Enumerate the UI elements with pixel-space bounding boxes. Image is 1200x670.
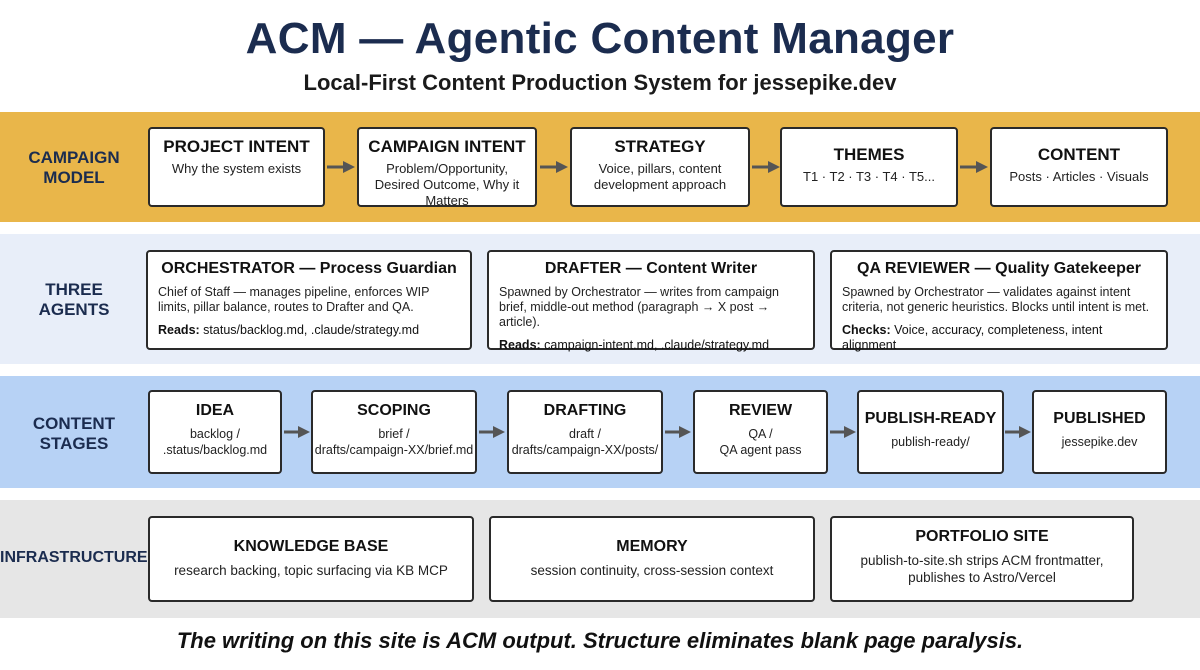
desc-line: QA agent pass: [719, 443, 802, 457]
box-title: DRAFTER — Content Writer: [544, 260, 758, 277]
box-title: PORTFOLIO SITE: [915, 528, 1049, 545]
campaign-model-label: CAMPAIGN MODEL: [0, 148, 148, 188]
drafter-box: DRAFTER — Content Writer Spawned by Orch…: [487, 250, 815, 353]
content-box: CONTENT Posts · Articles · Visuals: [990, 127, 1168, 207]
box-desc: Problem/Opportunity, Desired Outcome, Wh…: [374, 161, 520, 208]
strategy-box: STRATEGY Voice, pillars, content develop…: [570, 127, 750, 207]
desc-line: jessepike.dev: [1061, 435, 1138, 449]
page-subtitle: Local-First Content Production System fo…: [303, 70, 897, 95]
desc-line: draft /: [569, 427, 601, 441]
stage-published-box: PUBLISHED jessepike.dev: [1032, 390, 1167, 474]
page-title: ACM — Agentic Content Manager: [245, 14, 955, 63]
box-title: IDEA: [195, 402, 235, 419]
orchestrator-box: ORCHESTRATOR — Process Guardian Chief of…: [146, 250, 472, 350]
box-desc: draft / drafts/campaign-XX/posts/: [509, 426, 661, 458]
themes-box: THEMES T1 · T2 · T3 · T4 · T5...: [780, 127, 958, 207]
box-reads: Reads: campaign-intent.md, .claude/strat…: [499, 338, 803, 353]
three-agents-label: THREE AGENTS: [0, 280, 148, 320]
box-title: QA REVIEWER — Quality Gatekeeper: [857, 260, 1141, 277]
stage-publish-ready-box: PUBLISH-READY publish-ready/: [857, 390, 1004, 474]
portfolio-site-box: PORTFOLIO SITE publish-to-site.sh strips…: [830, 516, 1134, 602]
box-desc: T1 · T2 · T3 · T4 · T5...: [803, 169, 935, 184]
arrow-icon: [540, 160, 568, 174]
box-title: ORCHESTRATOR — Process Guardian: [161, 260, 457, 277]
box-desc: backlog / .status/backlog.md: [150, 426, 280, 458]
arrow-icon: [830, 425, 856, 439]
arrow-icon: [752, 160, 780, 174]
label-line: CAMPAIGN: [28, 148, 120, 167]
box-reads: Reads: status/backlog.md, .claude/strate…: [158, 323, 460, 338]
arrow-icon: [327, 160, 355, 174]
box-title: THEMES: [833, 145, 905, 164]
box-title: DRAFTING: [543, 402, 627, 419]
box-title: REVIEW: [728, 402, 793, 419]
desc-line: .status/backlog.md: [162, 443, 268, 457]
arrow-icon: [665, 425, 691, 439]
project-intent-box: PROJECT INTENT Why the system exists: [148, 127, 325, 207]
memory-box: MEMORY session continuity, cross-session…: [489, 516, 815, 602]
reads-text: campaign-intent.md, .claude/strategy.md: [544, 338, 770, 352]
checks-text: Voice, accuracy, completeness, intent al…: [842, 323, 1103, 352]
infrastructure-band: INFRASTRUCTURE KNOWLEDGE BASE research b…: [0, 500, 1200, 618]
box-desc: Spawned by Orchestrator — validates agai…: [842, 285, 1150, 314]
box-desc: Voice, pillars, content development appr…: [593, 161, 727, 192]
label-line: AGENTS: [38, 300, 110, 319]
reads-label: Reads:: [499, 338, 541, 352]
desc-line: backlog /: [189, 427, 241, 441]
stage-scoping-box: SCOPING brief / drafts/campaign-XX/brief…: [311, 390, 477, 474]
box-desc: publish-to-site.sh strips ACM frontmatte…: [832, 552, 1132, 586]
checks-label: Checks:: [842, 323, 891, 337]
arrow-icon: [284, 425, 310, 439]
campaign-model-band: CAMPAIGN MODEL PROJECT INTENT Why the sy…: [0, 112, 1200, 222]
desc-line: drafts/campaign-XX/brief.md: [314, 443, 474, 457]
arrow-icon: [1005, 425, 1031, 439]
footer-tagline: The writing on this site is ACM output. …: [176, 628, 1024, 653]
stage-drafting-box: DRAFTING draft / drafts/campaign-XX/post…: [507, 390, 663, 474]
stage-review-box: REVIEW QA / QA agent pass: [693, 390, 828, 474]
box-desc: publish-ready/: [859, 434, 1002, 450]
content-stages-band: CONTENT STAGES IDEA backlog / .status/ba…: [0, 376, 1200, 488]
label-line: STAGES: [39, 434, 109, 453]
box-title: CONTENT: [1037, 145, 1121, 164]
arrow-icon: [479, 425, 505, 439]
box-desc: jessepike.dev: [1034, 434, 1165, 450]
arrow-icon: [960, 160, 988, 174]
desc-line: publish-ready/: [891, 435, 970, 449]
box-desc: Chief of Staff — manages pipeline, enfor…: [158, 285, 430, 314]
box-desc: QA / QA agent pass: [695, 426, 826, 458]
three-agents-band: THREE AGENTS ORCHESTRATOR — Process Guar…: [0, 234, 1200, 364]
box-desc: Posts · Articles · Visuals: [1009, 169, 1149, 184]
desc-line: drafts/campaign-XX/posts/: [511, 443, 659, 457]
desc-line: publish-to-site.sh strips ACM frontmatte…: [860, 553, 1104, 568]
qa-reviewer-box: QA REVIEWER — Quality Gatekeeper Spawned…: [830, 250, 1168, 353]
box-title: MEMORY: [616, 538, 688, 555]
reads-label: Reads:: [158, 323, 200, 337]
box-title: CAMPAIGN INTENT: [368, 137, 526, 156]
label-line: MODEL: [43, 168, 105, 187]
box-desc: brief / drafts/campaign-XX/brief.md: [313, 426, 475, 458]
box-title: KNOWLEDGE BASE: [233, 538, 389, 555]
content-stages-label: CONTENT STAGES: [0, 414, 148, 454]
label-line: CONTENT: [32, 414, 116, 433]
infrastructure-label: INFRASTRUCTURE: [0, 549, 148, 566]
desc-line: brief /: [378, 427, 410, 441]
box-desc: Why the system exists: [171, 161, 302, 176]
box-title: PUBLISH-READY: [864, 410, 997, 427]
box-title: PROJECT INTENT: [163, 137, 310, 156]
header: ACM — Agentic Content Manager Local-Firs…: [0, 0, 1200, 112]
desc-line: QA /: [748, 427, 773, 441]
box-title: PUBLISHED: [1053, 410, 1146, 427]
box-checks: Checks: Voice, accuracy, completeness, i…: [842, 323, 1156, 353]
box-desc: research backing, topic surfacing via KB…: [174, 563, 448, 578]
campaign-intent-box: CAMPAIGN INTENT Problem/Opportunity, Des…: [357, 127, 537, 208]
label-line: THREE: [45, 280, 103, 299]
reads-text: status/backlog.md, .claude/strategy.md: [203, 323, 420, 337]
stage-idea-box: IDEA backlog / .status/backlog.md: [148, 390, 282, 474]
box-desc: session continuity, cross-session contex…: [530, 563, 774, 578]
box-title: STRATEGY: [614, 137, 706, 156]
box-title: SCOPING: [357, 402, 431, 419]
box-desc: Spawned by Orchestrator — writes from ca…: [499, 285, 779, 329]
knowledge-base-box: KNOWLEDGE BASE research backing, topic s…: [148, 516, 474, 602]
desc-line: publishes to Astro/Vercel: [908, 570, 1056, 585]
